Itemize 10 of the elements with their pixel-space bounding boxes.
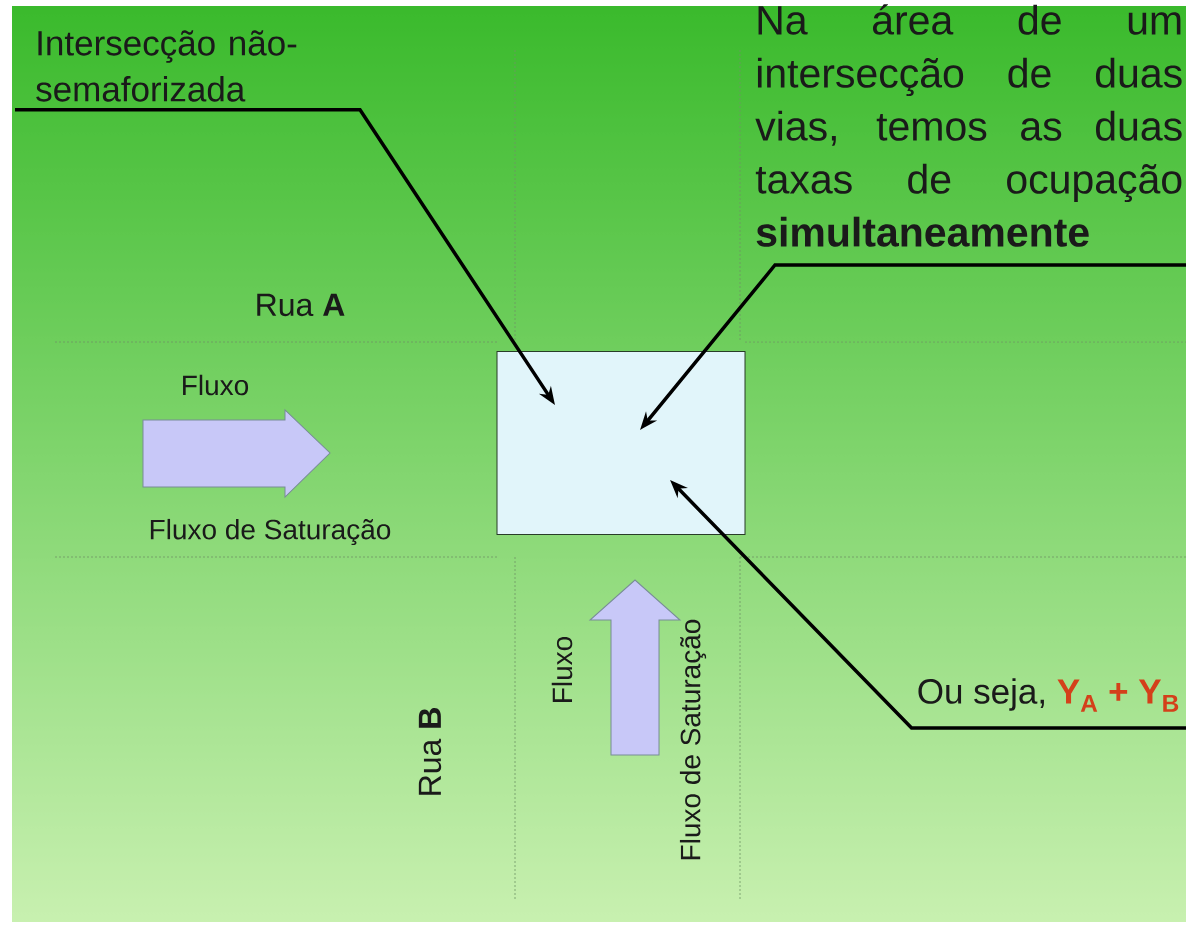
flow-label: Fluxo de Saturação (679, 619, 707, 860)
flow-label: Fluxo (183, 374, 249, 396)
callout-text: Ou seja, Y$_{A}$ + Y$_{B}$ (918, 678, 1179, 712)
flow-label: Fluxo (551, 636, 573, 702)
callout-text: Intersecção não-semaforizada (36, 30, 297, 102)
flow-label: Fluxo de Saturação (150, 518, 391, 546)
road-label: Rua B (418, 708, 442, 795)
intersection-box (496, 351, 746, 535)
road-label: Rua A (257, 293, 345, 317)
callout-text: Na área de um intersecção de duas vias, temos as duas taxas de ocupação simultaneamente (755, 4, 1182, 247)
